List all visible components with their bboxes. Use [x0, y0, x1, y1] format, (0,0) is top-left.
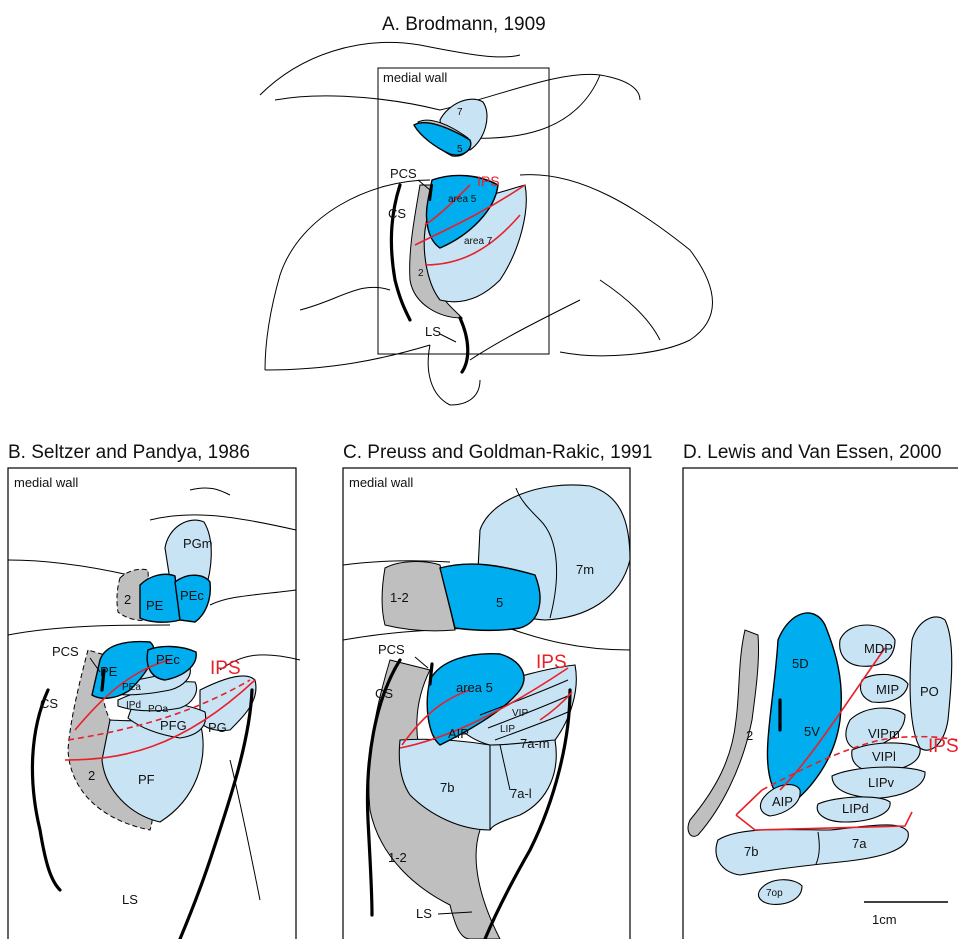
panel-c-a7al-label: 7a-l	[510, 786, 532, 801]
panel-c-ls-label: LS	[416, 906, 432, 921]
panel-a-pcs-label: PCS	[390, 166, 417, 181]
panel-a-title: A. Brodmann, 1909	[382, 14, 546, 35]
panel-d-vipm-label: VIPm	[868, 726, 900, 741]
panel-c-pcs-mark	[430, 664, 432, 684]
panel-a-ips-label: IPS	[477, 173, 500, 189]
panel-b-pea-label: PEa	[122, 682, 141, 693]
panel-d-scale-label: 1cm	[872, 912, 897, 927]
panel-b-pe-label: PE	[100, 664, 118, 679]
panel-d-vipl-label: VIPl	[872, 749, 896, 764]
panel-c-a7am-label: 7a-m	[520, 736, 550, 751]
panel-c-pcs-label: PCS	[378, 642, 405, 657]
panel-b-pec-medial-label: PEc	[180, 588, 204, 603]
panel-d-lipd-label: LIPd	[842, 801, 869, 816]
panel-b-title: B. Seltzer and Pandya, 1986	[8, 442, 250, 463]
panel-b-pfg-label: PFG	[160, 718, 187, 733]
panel-a-ls-arrow	[440, 334, 456, 342]
panel-d-7a-label: 7a	[852, 836, 867, 851]
panel-b-pg-label: PG	[208, 720, 227, 735]
panel-d-mdp-label: MDP	[864, 641, 893, 656]
panel-a-medial-wall-label: medial wall	[383, 70, 447, 85]
panel-d: D. Lewis and Van Essen, 2000 MDP 5D MIP …	[683, 442, 958, 939]
panel-c-area5-medial-label: 5	[496, 595, 503, 610]
panel-c: C. Preuss and Goldman-Rakic, 1991 medial…	[343, 442, 652, 939]
panel-c-a12-label: 1-2	[388, 850, 407, 865]
panel-b-poa-label: POa	[148, 704, 168, 715]
panel-b-ipd-label: IPd	[126, 700, 141, 711]
panel-b-ips-label: IPS	[210, 658, 241, 679]
panel-b: B. Seltzer and Pandya, 1986 medial wall …	[8, 442, 300, 939]
panel-a-ls	[460, 318, 468, 372]
panel-a-area5-label: area 5	[448, 194, 477, 205]
panel-b-cs-label: CS	[40, 696, 58, 711]
panel-c-title: C. Preuss and Goldman-Rakic, 1991	[343, 442, 652, 463]
panel-c-lip-label: LIP	[500, 724, 515, 735]
panel-c-a7b-label: 7b	[440, 780, 454, 795]
panel-d-5d-label: 5D	[792, 656, 809, 671]
panel-d-po-label: PO	[920, 684, 939, 699]
panel-a-ls-label: LS	[425, 324, 441, 339]
panel-b-pcs-label: PCS	[52, 644, 79, 659]
panel-d-aip-label: AIP	[772, 794, 793, 809]
panel-b-ls-label: LS	[122, 892, 138, 907]
panel-d-mip-label: MIP	[876, 682, 899, 697]
panel-b-area2-label: 2	[88, 768, 95, 783]
panel-a: A. Brodmann, 1909 medial wall 7 5 PCS IP…	[260, 14, 713, 405]
panel-c-a12-medial-label: 1-2	[390, 590, 409, 605]
panel-b-area2-medial-label: 2	[124, 592, 131, 607]
panel-c-medial-wall-label: medial wall	[349, 475, 413, 490]
panel-b-pgm-label: PGm	[183, 536, 213, 551]
panel-d-title: D. Lewis and Van Essen, 2000	[683, 442, 941, 463]
panel-d-ips-label: IPS	[928, 736, 958, 757]
panel-c-area5-medial	[440, 564, 540, 630]
panel-c-area5-label: area 5	[456, 680, 493, 695]
panel-a-area7-label: area 7	[464, 236, 493, 247]
panel-d-area2-label: 2	[746, 728, 753, 743]
panel-a-area5-medial-label: 5	[457, 144, 463, 155]
panel-d-7op-label: 7op	[766, 888, 783, 899]
panel-b-pec-label: PEc	[156, 652, 180, 667]
panel-b-pe-medial-label: PE	[146, 598, 164, 613]
panel-a-area7-medial-label: 7	[457, 107, 463, 118]
panel-b-medial-wall-label: medial wall	[14, 475, 78, 490]
panel-a-cs-label: CS	[388, 206, 406, 221]
panel-d-5v-label: 5V	[804, 724, 820, 739]
panel-c-aip-label: AIP	[448, 726, 469, 741]
panel-b-cs	[32, 690, 60, 890]
panel-d-7b-label: 7b	[744, 844, 758, 859]
panel-c-vip-label: VIP	[512, 708, 528, 719]
panel-c-ips-label: IPS	[536, 652, 567, 673]
panel-c-area7m-label: 7m	[576, 562, 594, 577]
panel-c-cs-label: CS	[375, 686, 393, 701]
panel-d-lipv-label: LIPv	[868, 775, 895, 790]
panel-b-pf-label: PF	[138, 772, 155, 787]
panel-a-area2-label: 2	[418, 268, 424, 279]
